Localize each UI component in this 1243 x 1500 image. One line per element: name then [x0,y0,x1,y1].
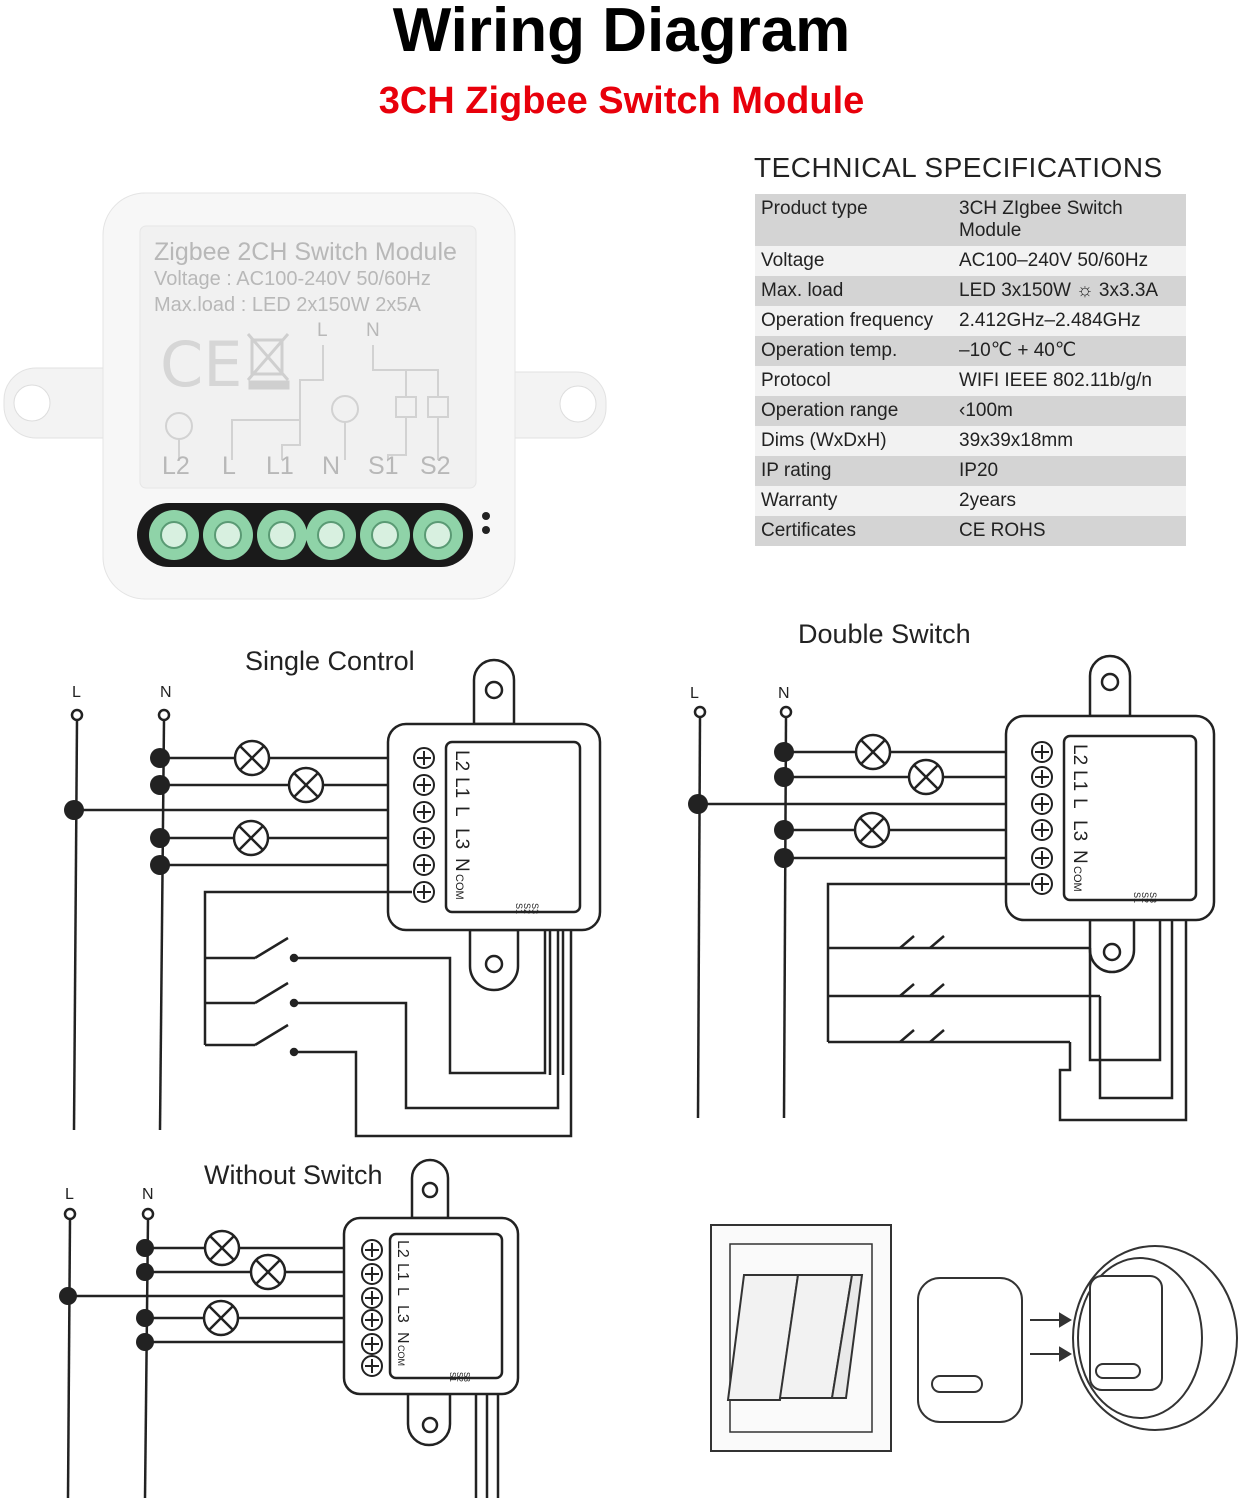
module-top-terminal-n: N [366,320,380,341]
page-subtitle: 3CH Zigbee Switch Module [378,80,865,122]
lamp-icon [232,819,270,857]
spec-key: Product type [755,194,953,246]
spec-value: 2years [953,486,1186,516]
spec-value: IP20 [953,456,1186,486]
single-control-diagram [70,658,602,1138]
module-top-terminal-l: L [317,320,328,341]
double-switch-title: Double Switch [798,619,971,649]
module-illustration [917,1277,1023,1423]
without-switch-title: Without Switch [204,1160,383,1190]
spec-value: LED 3x150W ☼ 3x3.3A [953,276,1186,306]
without-junctions [59,1239,154,1351]
spec-value: AC100–240V 50/60Hz [953,246,1186,276]
single-junctions [64,748,170,875]
without-switch-diagram [63,1158,520,1499]
spec-key: IP rating [755,456,953,486]
spec-key: Protocol [755,366,953,396]
spec-value: 2.412GHz–2.484GHz [953,306,1186,336]
lamp-icon [853,811,891,849]
spec-key: Warranty [755,486,953,516]
double-junctions [688,742,794,868]
spec-key: Certificates [755,516,953,546]
module-terminal-label: L2 [162,452,190,480]
spec-key: Voltage [755,246,953,276]
spec-key: Operation frequency [755,306,953,336]
lamp-icon [233,739,271,777]
installation-illustration [710,1224,1238,1452]
lamp-icon [907,758,945,796]
table-row: Operation temp.–10℃ + 40℃ [755,336,1186,366]
spec-key: Operation range [755,396,953,426]
module-label-line1: Zigbee 2CH Switch Module [154,238,457,266]
lamp-icon [287,766,325,804]
page-title: Wiring Diagram [392,0,851,65]
spec-value: 3CH ZIgbee Switch Module [953,194,1186,246]
spec-value: –10℃ + 40℃ [953,336,1186,366]
single-control-title: Single Control [245,646,415,676]
module-label-line2: Voltage : AC100-240V 50/60Hz [154,268,431,290]
module-label-line3: Max.load : LED 2x150W 2x5A [154,294,421,316]
spec-value: ‹100m [953,396,1186,426]
spec-key: Max. load [755,276,953,306]
module-terminal-label: N [322,452,341,480]
spec-value: 39x39x18mm [953,426,1186,456]
module-terminal-label: S2 [420,452,451,480]
spec-value: CE ROHS [953,516,1186,546]
table-row: Operation range‹100m [755,396,1186,426]
module-terminal-label: L1 [266,452,294,480]
table-row: Dims (WxDxH)39x39x18mm [755,426,1186,456]
double-switch-diagram [693,654,1216,1122]
specs-heading: TECHNICAL SPECIFICATIONS [754,152,1163,183]
spec-key: Dims (WxDxH) [755,426,953,456]
module-terminal-label: L [222,452,236,480]
spec-key: Operation temp. [755,336,953,366]
lamp-icon [202,1299,240,1337]
module-terminal-label: S1 [368,452,399,480]
lamp-icon [854,733,892,771]
wall-switch-rocker [726,1274,800,1401]
lamp-icon [249,1253,287,1291]
lamp-icon [203,1229,241,1267]
without-lamps [202,1229,287,1337]
spec-value: WIFI IEEE 802.11b/g/n [953,366,1186,396]
